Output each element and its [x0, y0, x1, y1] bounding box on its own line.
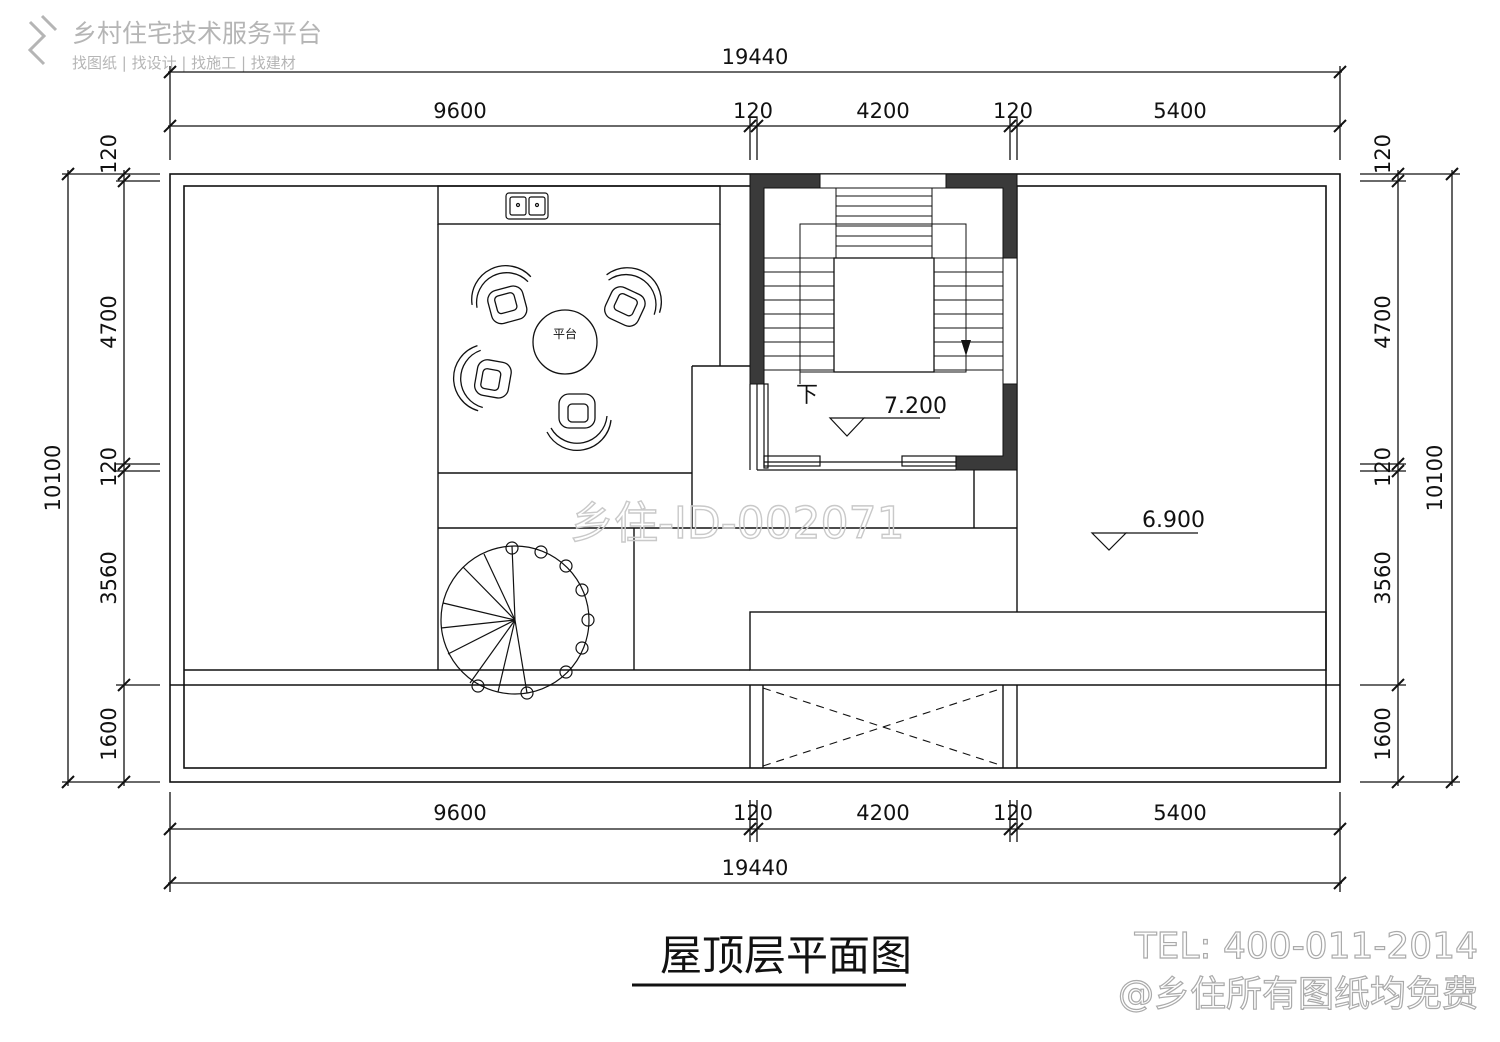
dim-total-depth-right: 10100: [1423, 445, 1447, 512]
dim-left-4: 3560: [97, 551, 121, 604]
dim-top-5: 5400: [1153, 99, 1206, 123]
left-dimensions: [61, 167, 160, 789]
dim-right-3: 120: [1371, 447, 1395, 487]
brand-logo-icon: [27, 14, 58, 66]
lounge-chair-icon: [604, 267, 662, 327]
bottom-dimensions: [163, 792, 1347, 892]
brand-tagline: 找图纸 | 找设计 | 找施工 | 找建材: [72, 54, 296, 72]
spiral-stair: [440, 541, 595, 700]
right-dimensions: [1360, 167, 1460, 789]
dim-top-1: 9600: [433, 99, 486, 123]
dim-left-3: 120: [97, 447, 121, 487]
level-roof: 6.900: [1142, 508, 1205, 533]
lounge-chair-icon: [471, 265, 532, 325]
dim-top-2: 120: [733, 99, 773, 123]
dim-top-3: 4200: [856, 99, 909, 123]
interior-walls: [184, 185, 1327, 768]
dim-left-1: 120: [97, 134, 121, 174]
staircase: [764, 188, 1003, 384]
dim-total-width-bottom: 19440: [722, 856, 789, 880]
dim-bottom-4: 120: [993, 801, 1033, 825]
dim-bottom-1: 9600: [433, 801, 486, 825]
dim-right-5: 1600: [1371, 707, 1395, 760]
dim-left-5: 1600: [97, 707, 121, 760]
lounge-chair-icon: [452, 345, 512, 412]
drawing-title: 屋顶层平面图: [660, 931, 912, 980]
dim-top-4: 120: [993, 99, 1033, 123]
stair-core-outline: [749, 383, 957, 471]
free-note-watermark: @乡住所有图纸均免费: [1118, 974, 1478, 1015]
dim-total-width-top: 19440: [722, 45, 789, 69]
id-watermark: 乡住-ID-002071: [570, 498, 905, 549]
stair-direction-arrow-icon: [961, 340, 971, 356]
brand-name: 乡村住宅技术服务平台: [72, 19, 322, 48]
dim-total-depth-left: 10100: [41, 445, 65, 512]
top-dimensions: [163, 65, 1347, 160]
stair-down-label: 下: [796, 383, 818, 408]
sink-icon: [505, 192, 549, 220]
dim-right-1: 120: [1371, 134, 1395, 174]
dim-right-2: 4700: [1371, 295, 1395, 348]
opening-cross: [762, 687, 1004, 767]
level-stair: 7.200: [884, 394, 947, 419]
level-marker-stair: [828, 417, 940, 437]
round-table: [532, 309, 598, 375]
brand-watermark: 乡村住宅技术服务平台 找图纸 | 找设计 | 找施工 | 找建材: [27, 14, 322, 72]
dim-left-2: 4700: [97, 295, 121, 348]
tel-watermark: TEL: 400-011-2014: [1134, 926, 1478, 967]
dim-right-4: 3560: [1371, 551, 1395, 604]
lounge-chair-icon: [546, 393, 612, 451]
dim-bottom-3: 4200: [856, 801, 909, 825]
dim-bottom-5: 5400: [1153, 801, 1206, 825]
terrace-label: 平台: [553, 326, 577, 341]
dim-bottom-2: 120: [733, 801, 773, 825]
stair-core-walls: [749, 173, 1018, 471]
level-marker-roof: [1090, 532, 1198, 551]
